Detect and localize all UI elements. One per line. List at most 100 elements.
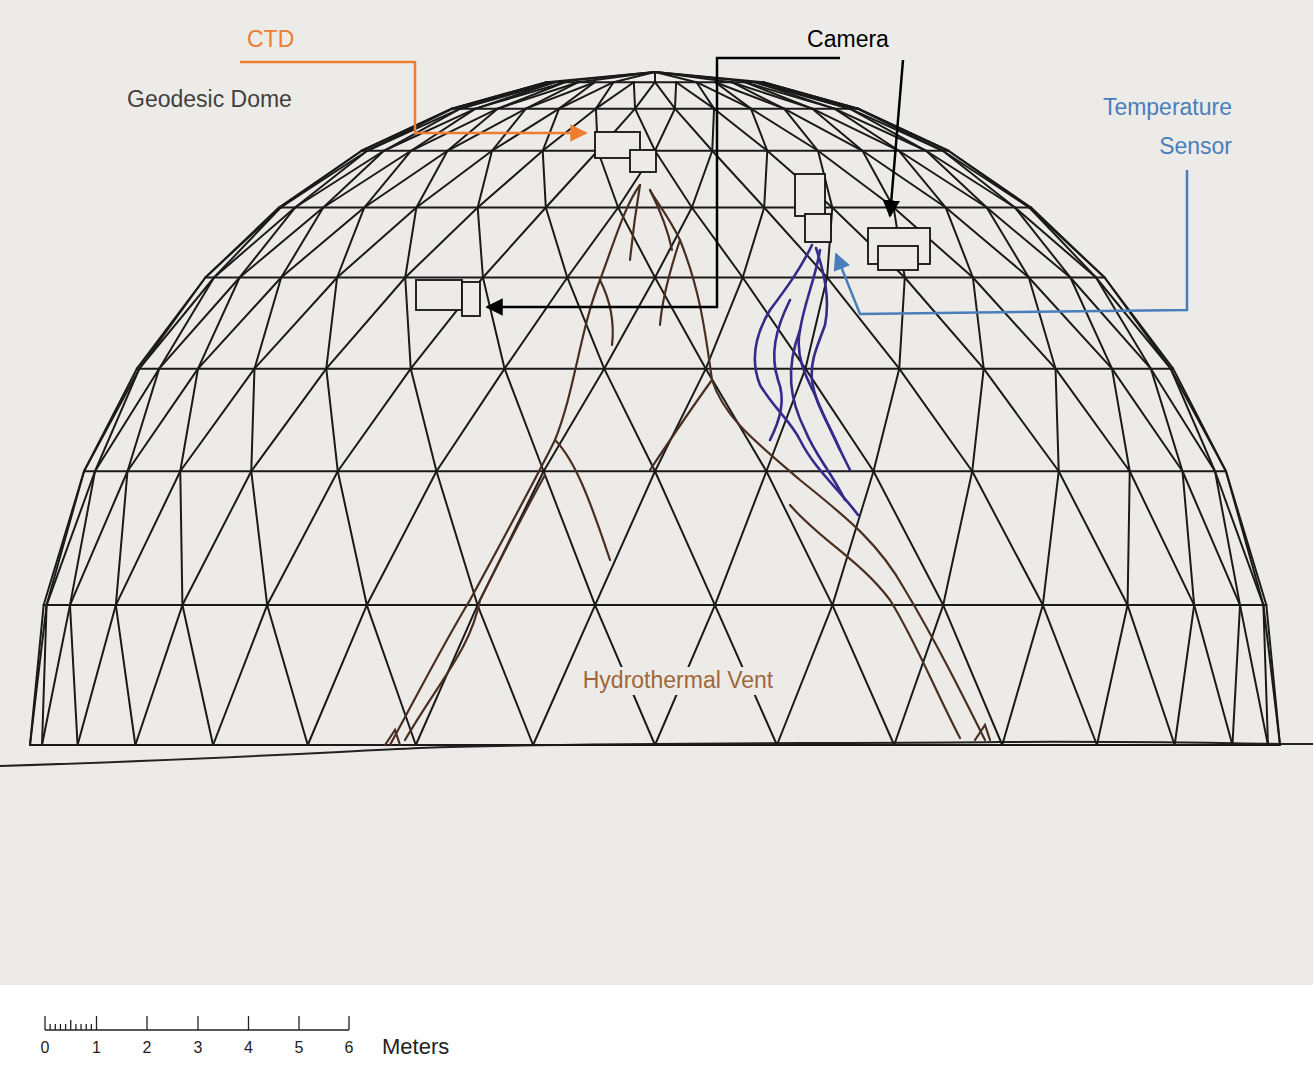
- dome-strut: [618, 151, 655, 208]
- scale-tick: [146, 1016, 147, 1030]
- dome-strut: [905, 276, 973, 278]
- dome-strut: [595, 471, 655, 605]
- dome-strut: [604, 369, 655, 472]
- dome-strut: [899, 277, 905, 368]
- dome-strut: [182, 605, 213, 745]
- dome-strut: [973, 277, 984, 368]
- dome-strut: [478, 151, 543, 208]
- dome-strut: [1096, 277, 1171, 368]
- dome-strut: [544, 470, 655, 472]
- dome-strut: [946, 208, 1029, 278]
- scale-tick: [96, 1016, 97, 1030]
- dome-strut: [604, 368, 706, 370]
- dome-strut: [1002, 744, 1097, 746]
- dome-strut: [323, 207, 364, 209]
- scale-tick: [55, 1024, 56, 1030]
- dome-strut: [675, 109, 712, 151]
- dome-strut: [492, 109, 559, 151]
- dome-strut: [544, 471, 595, 605]
- dome-strut: [805, 368, 899, 370]
- dome-strut: [1183, 470, 1215, 472]
- sensor-leader: [836, 170, 1187, 314]
- dome-strut: [42, 744, 78, 746]
- dome-strut: [326, 277, 405, 368]
- dome-strut: [213, 605, 267, 745]
- dome-strut: [1151, 368, 1171, 370]
- dome-strut: [743, 208, 764, 278]
- dome-strut: [805, 369, 873, 472]
- vent-plume: [755, 245, 858, 515]
- dome-strut: [127, 369, 159, 472]
- dome-strut: [543, 151, 546, 208]
- paper: [0, 0, 1313, 985]
- dome-strut: [526, 108, 559, 110]
- dome-strut: [618, 207, 692, 209]
- dome-strut: [338, 471, 367, 605]
- dome-strut: [1059, 471, 1128, 605]
- dome-strut: [1029, 276, 1071, 278]
- dome-strut: [827, 276, 905, 278]
- dome-strut: [505, 368, 605, 370]
- dome-strut: [655, 208, 692, 278]
- dome-strut: [973, 276, 1029, 278]
- vent-base: [975, 725, 990, 740]
- dome-strut: [1029, 277, 1112, 368]
- dome-strut: [598, 151, 618, 208]
- dome-strut: [47, 604, 70, 606]
- dome-strut: [905, 277, 984, 368]
- dome-strut: [766, 471, 832, 605]
- dome-strut: [70, 604, 116, 606]
- dome-strut: [533, 744, 655, 746]
- dome-strut: [323, 151, 411, 208]
- instrument-label: CTD: [247, 26, 294, 54]
- dome-strut: [251, 369, 326, 472]
- dome-strut: [899, 369, 972, 472]
- dome-strut: [213, 744, 308, 746]
- dome-strut: [416, 207, 477, 209]
- dome-strut: [559, 108, 596, 110]
- dome-strut: [198, 368, 254, 370]
- dome-strut: [416, 151, 492, 208]
- dome-strut: [655, 151, 692, 208]
- dome-strut: [205, 208, 280, 278]
- dome-strut: [411, 277, 483, 368]
- dome-strut: [1175, 744, 1233, 746]
- dome-strut: [1263, 605, 1280, 745]
- dome-strut: [1056, 368, 1112, 370]
- dome-strut: [894, 744, 1002, 746]
- dome-strut: [706, 277, 743, 368]
- dome-strut: [544, 369, 605, 472]
- dome-strut: [818, 150, 862, 152]
- dome-strut: [1031, 208, 1104, 278]
- dome-strut: [279, 151, 362, 208]
- dome-strut: [543, 150, 598, 152]
- dome-strut: [832, 605, 894, 745]
- dome-strut: [1194, 604, 1240, 606]
- dome-strut: [326, 369, 337, 472]
- dome-strut: [827, 277, 899, 368]
- scale-tick: [60, 1024, 61, 1030]
- dome-strut: [655, 277, 706, 368]
- dome-strut: [764, 82, 859, 108]
- dome-strut: [850, 109, 926, 151]
- dome-strut: [139, 368, 159, 370]
- scale-tick: [86, 1024, 87, 1030]
- dome-strut: [832, 207, 893, 209]
- dome-strut: [546, 151, 598, 208]
- dome-strut: [972, 471, 1043, 605]
- dome-strut: [70, 471, 95, 605]
- dome-strut: [777, 605, 833, 745]
- dome-strut: [596, 108, 635, 110]
- dome-strut: [1096, 277, 1151, 368]
- dome-strut: [764, 151, 767, 208]
- dome-strut: [862, 151, 945, 208]
- dome-strut: [139, 277, 214, 368]
- dome-strut: [78, 605, 116, 745]
- vent-base: [385, 730, 400, 745]
- scale-unit: Meters: [382, 1034, 449, 1060]
- dome-strut: [655, 72, 764, 82]
- dome-strut: [492, 150, 543, 152]
- dome-strut: [1130, 471, 1194, 605]
- dome-strut: [858, 109, 948, 151]
